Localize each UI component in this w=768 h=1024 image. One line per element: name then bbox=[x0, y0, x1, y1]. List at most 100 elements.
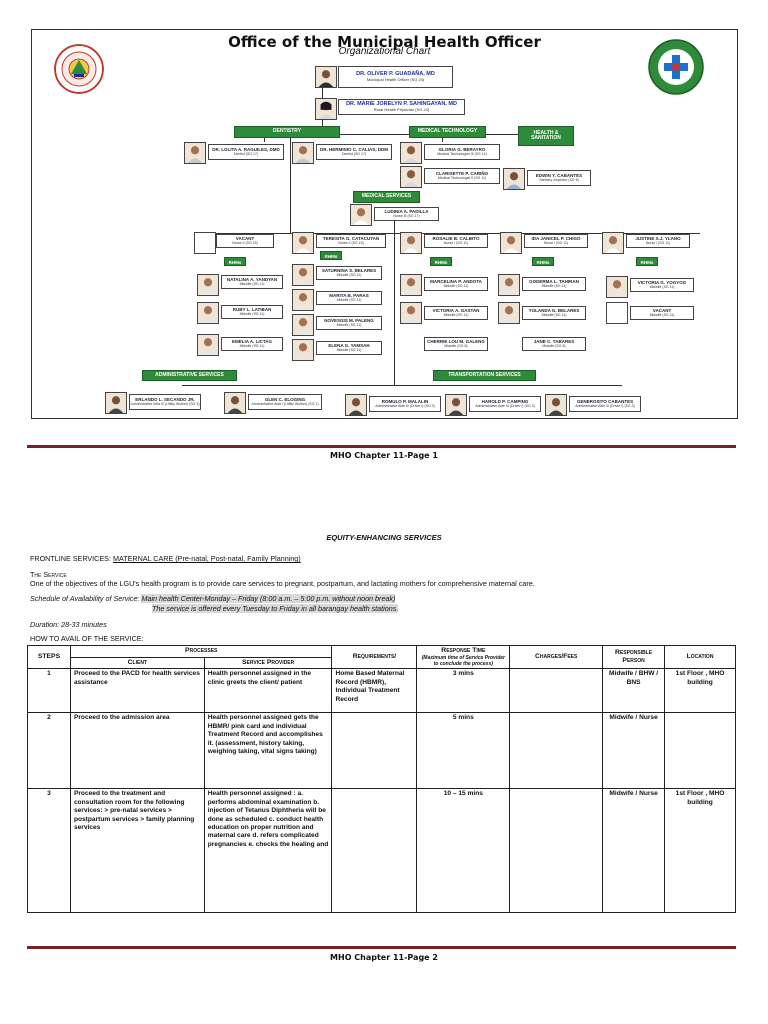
photo-r11 bbox=[498, 274, 520, 296]
rhm-label-4: RHMs bbox=[532, 257, 554, 266]
photo-head bbox=[315, 66, 337, 88]
photo-t2 bbox=[445, 394, 467, 416]
box-a1: ERLANDO L. SECANDO JR.Administrative Aid… bbox=[129, 394, 201, 410]
th-processes: Processes bbox=[69, 645, 333, 658]
photo-med2 bbox=[400, 166, 422, 188]
photo-dent1 bbox=[184, 142, 206, 164]
th-steps: STEPS bbox=[27, 644, 71, 670]
section-title: EQUITY-ENHANCING SERVICES bbox=[326, 533, 442, 542]
photo-n2 bbox=[292, 232, 314, 254]
photo-t1 bbox=[345, 394, 367, 416]
rhm-label-1: RHMs bbox=[224, 257, 246, 266]
photo-med1 bbox=[400, 142, 422, 164]
photo-r9 bbox=[400, 302, 422, 324]
th-provider: Service Provider bbox=[203, 656, 333, 670]
th-location: Location bbox=[664, 644, 736, 670]
photo-a1 bbox=[105, 392, 127, 414]
table-row: 1 Proceed to the PACD for health service… bbox=[27, 668, 736, 714]
dept-medtech: MEDICAL TECHNOLOGY bbox=[409, 126, 486, 138]
page1-footer: MHO Chapter 11-Page 1 bbox=[330, 451, 438, 460]
dept-admin: ADMINISTRATIVE SERVICES bbox=[142, 370, 237, 381]
dept-transport: TRANSPORTATION SERVICES bbox=[433, 370, 536, 381]
photo-san1 bbox=[503, 168, 525, 190]
frontline-line: FRONTLINE SERVICES: MATERNAL CARE (Pre-n… bbox=[30, 554, 301, 563]
photo-r12 bbox=[498, 302, 520, 324]
health-office-seal-icon bbox=[648, 39, 704, 95]
service-text: One of the objectives of the LGU's healt… bbox=[30, 579, 535, 588]
page2-rule bbox=[27, 946, 736, 949]
rhm-label-2: RHMs bbox=[320, 251, 342, 260]
dept-dentistry: DENTISTRY bbox=[234, 126, 340, 138]
photo-a2 bbox=[224, 392, 246, 414]
photo-r7 bbox=[292, 339, 314, 361]
photo-dent2 bbox=[292, 142, 314, 164]
schedule-line: Schedule of Availability of Service: Mai… bbox=[30, 594, 396, 603]
rhm-label-5: RHMs bbox=[636, 257, 658, 266]
table-row: 2 Proceed to the admission area Health p… bbox=[27, 712, 736, 790]
photo-t3 bbox=[545, 394, 567, 416]
photo-r2 bbox=[197, 302, 219, 324]
municipality-seal-icon bbox=[54, 44, 104, 94]
rhm-label-3: RHMs bbox=[430, 257, 452, 266]
photo-r3 bbox=[197, 334, 219, 356]
photo-n3 bbox=[400, 232, 422, 254]
photo-r4 bbox=[292, 264, 314, 286]
dept-medical: MEDICAL SERVICES bbox=[353, 191, 420, 203]
duration-line: Duration: 28-33 minutes bbox=[30, 620, 107, 629]
page2-footer: MHO Chapter 11-Page 2 bbox=[330, 953, 438, 962]
photo-r14 bbox=[606, 276, 628, 298]
org-chart: Office of the Municipal Health Officer O… bbox=[31, 29, 738, 419]
th-fees: Charges/Fees bbox=[509, 644, 604, 670]
photo-n4 bbox=[500, 232, 522, 254]
th-response-time: Response Time (Maximum time of Service P… bbox=[416, 644, 511, 670]
dept-sanitation: HEALTH & SANITATION bbox=[518, 126, 574, 146]
howto-line: HOW TO AVAIL OF THE SERVICE: bbox=[30, 634, 144, 643]
photo-vacant1 bbox=[194, 232, 216, 254]
th-person: Responsible Person bbox=[602, 644, 666, 670]
photo-deputy bbox=[315, 98, 337, 120]
photo-r8 bbox=[400, 274, 422, 296]
photo-r6 bbox=[292, 314, 314, 336]
photo-r5 bbox=[292, 289, 314, 311]
org-subtitle: Organizational Chart bbox=[338, 46, 431, 57]
schedule-line-2: The service is offered every Tuesday to … bbox=[152, 604, 399, 613]
photo-nurse-head bbox=[350, 204, 372, 226]
org-title: Office of the Municipal Health Officer bbox=[228, 33, 541, 51]
table-row: 3 Proceed to the treatment and consultat… bbox=[27, 788, 736, 914]
photo-r1 bbox=[197, 274, 219, 296]
service-table: STEPS Processes Requirements/ Response T… bbox=[27, 644, 736, 914]
th-client: Client bbox=[69, 656, 205, 670]
photo-n5 bbox=[602, 232, 624, 254]
